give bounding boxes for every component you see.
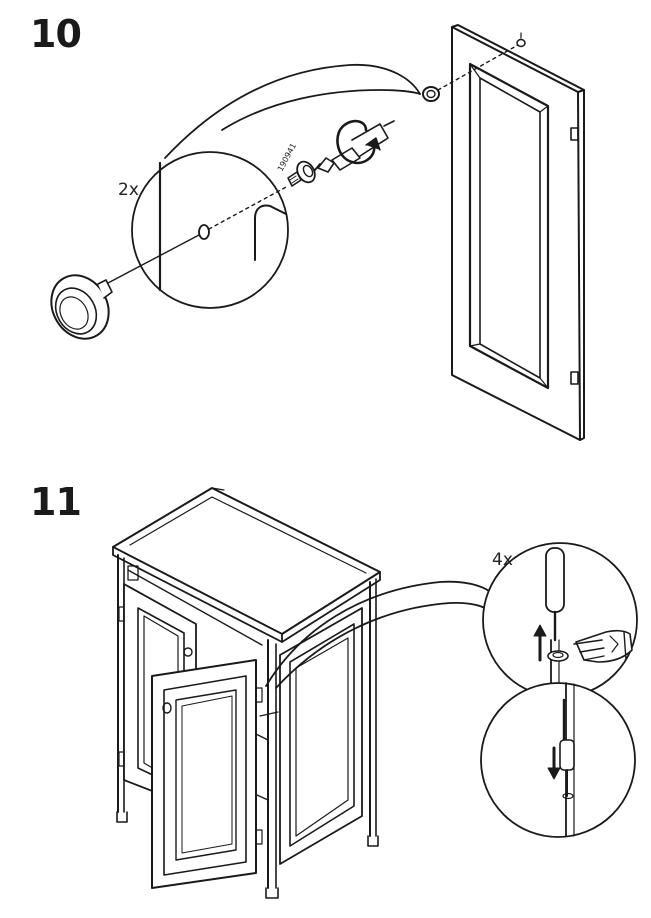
step-11-number: 11	[30, 480, 82, 524]
rotate-arrow-icon	[336, 119, 381, 165]
quantity-label: 2x	[118, 180, 139, 200]
part-number-label: 190941	[276, 142, 298, 173]
shelf-pin	[545, 547, 569, 662]
door-panel	[451, 24, 585, 441]
screw-part	[287, 160, 316, 187]
arrow-down-icon	[547, 746, 561, 780]
shelf-pin	[559, 698, 575, 800]
magnify-circle	[480, 682, 636, 838]
magnify-circle	[131, 151, 289, 309]
step-10-illustration: 190941 2x	[50, 24, 585, 441]
knob	[50, 274, 113, 340]
quantity-label: 4x	[492, 550, 513, 570]
hinge-icon	[570, 127, 579, 141]
arrow-up-icon	[533, 624, 547, 662]
screwdriver-icon	[314, 120, 395, 173]
push-finger-icon	[573, 629, 633, 663]
step-11-illustration: 4x	[112, 487, 638, 899]
hinge-icon	[570, 371, 579, 385]
step-10-number: 10	[30, 12, 82, 56]
